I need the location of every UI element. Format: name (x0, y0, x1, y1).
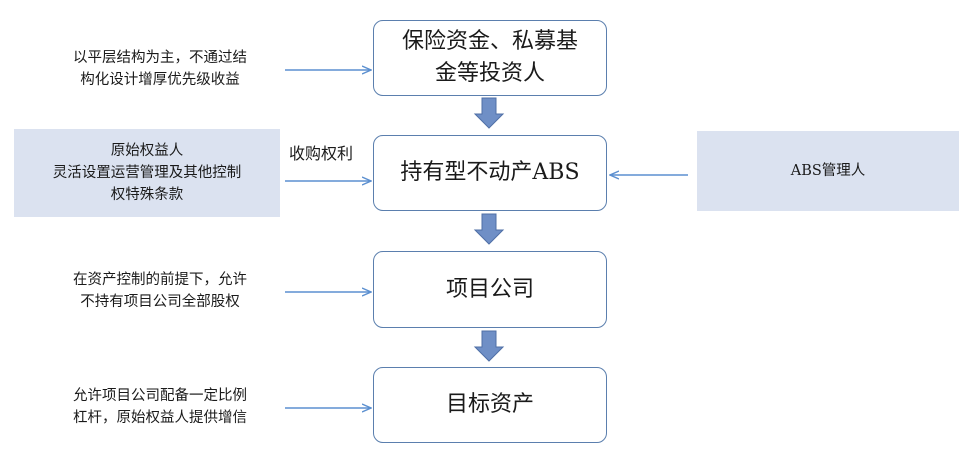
leverage-line-2: 杠杆，原始权益人提供增信 (73, 410, 247, 426)
equity-control-note: 在资产控制的前提下，允许 不持有项目公司全部股权 (40, 267, 280, 315)
original-owner-line-1: 原始权益人 (110, 143, 184, 159)
leverage-note: 允许项目公司配备一定比例 杠杆，原始权益人提供增信 (40, 383, 280, 431)
investors-box: 保险资金、私募基 金等投资人 (373, 20, 607, 96)
down-arrow-project-to-asset (473, 330, 505, 362)
target-asset-box: 目标资产 (373, 367, 607, 443)
original-owner-line-3: 权特殊条款 (110, 187, 184, 203)
down-arrow-abs-to-project (473, 213, 505, 245)
down-arrow-investors-to-abs (473, 97, 505, 129)
equity-control-line-1: 在资产控制的前提下，允许 (73, 272, 247, 288)
structure-note-line-1: 以平层结构为主，不通过结 (73, 50, 247, 66)
investors-line-2: 金等投资人 (434, 61, 545, 86)
leverage-line-1: 允许项目公司配备一定比例 (73, 388, 247, 404)
investors-line-1: 保险资金、私募基 (401, 29, 578, 54)
abs-manager-label: ABS管理人 (790, 163, 866, 179)
original-owner-panel: 原始权益人 灵活设置运营管理及其他控制 权特殊条款 (14, 129, 280, 217)
abs-box: 持有型不动产ABS (373, 135, 607, 211)
equity-control-line-2: 不持有项目公司全部股权 (80, 294, 240, 310)
target-asset-label: 目标资产 (445, 392, 534, 417)
project-company-label: 项目公司 (445, 276, 534, 302)
abs-manager-panel: ABS管理人 (697, 131, 959, 211)
original-owner-line-2: 灵活设置运营管理及其他控制 (52, 165, 242, 181)
acquisition-right-label: 收购权利 (289, 144, 354, 163)
project-company-box: 项目公司 (373, 251, 607, 328)
abs-label: 持有型不动产ABS (400, 160, 580, 185)
structure-note-line-2: 构化设计增厚优先级收益 (80, 72, 240, 88)
structure-note: 以平层结构为主，不通过结 构化设计增厚优先级收益 (40, 45, 280, 93)
